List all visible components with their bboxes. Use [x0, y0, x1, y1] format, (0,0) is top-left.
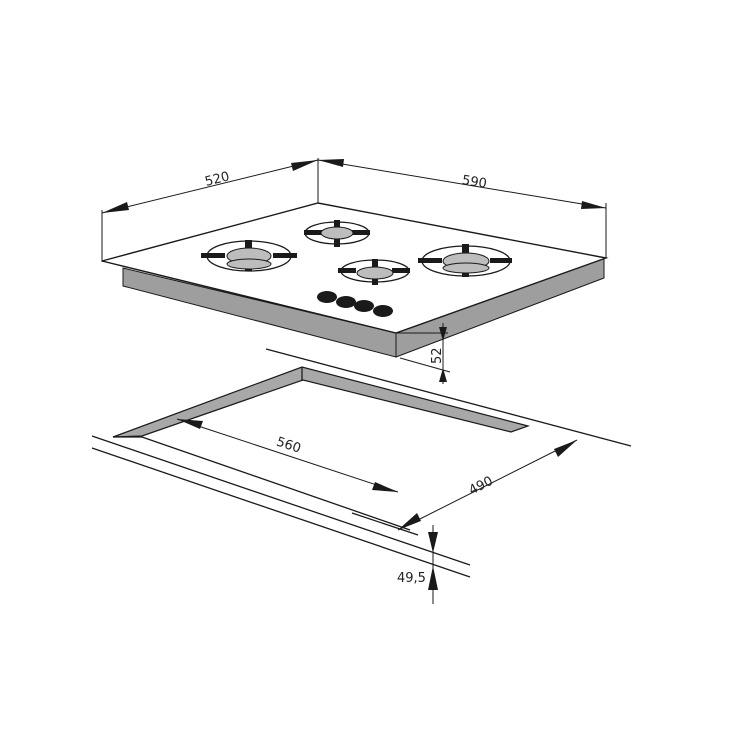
dimension-590: 590 [317, 159, 607, 258]
knob-3 [354, 300, 374, 312]
dimension-label-52: 52 [430, 347, 445, 364]
hob [101, 202, 609, 358]
dimension-52: 52 [396, 323, 451, 384]
dimension-490: 490 [397, 439, 578, 531]
worktop [91, 348, 632, 578]
burner-middle [338, 259, 410, 285]
knob-2 [336, 296, 356, 308]
burner-top [304, 220, 370, 247]
control-knobs [317, 291, 393, 317]
burner-left [201, 240, 297, 272]
dimension-label-49-5: 49,5 [397, 571, 426, 586]
burner-right [418, 244, 512, 277]
dimension-label-590: 590 [461, 173, 488, 192]
dimension-label-560: 560 [274, 435, 302, 457]
knob-1 [317, 291, 337, 303]
dimension-560: 560 [176, 418, 399, 493]
dimension-520: 520 [101, 158, 319, 262]
knob-4 [373, 305, 393, 317]
dimension-label-490: 490 [467, 474, 496, 499]
dimension-label-520: 520 [203, 169, 231, 190]
dimension-49-5: 49,5 [397, 525, 438, 604]
